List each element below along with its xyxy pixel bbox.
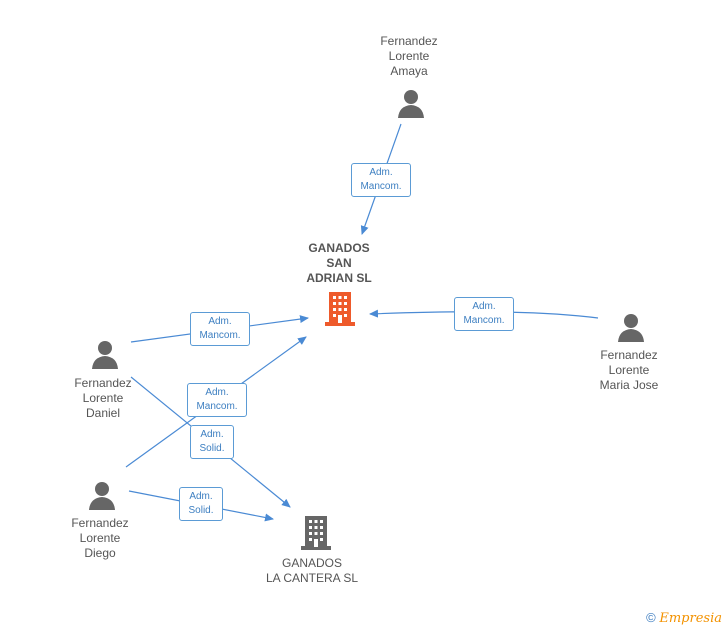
edge-label-diego-san-adrian: Adm. Mancom. — [187, 383, 247, 417]
person-label-amaya[interactable]: Fernandez Lorente Amaya — [380, 34, 438, 78]
company-label-ganados-san-adrian[interactable]: GANADOS SAN ADRIAN SL — [306, 241, 372, 285]
person-label-maria-jose[interactable]: Fernandez Lorente Maria Jose — [599, 348, 659, 392]
edge-label-daniel-la-cantera: Adm. Solid. — [190, 425, 234, 459]
person-label-daniel[interactable]: Fernandez Lorente Daniel — [74, 376, 132, 420]
person-icon[interactable] — [617, 313, 645, 343]
edge-label-daniel-san-adrian: Adm. Mancom. — [190, 312, 250, 346]
building-icon[interactable] — [325, 292, 355, 326]
person-icon[interactable] — [397, 89, 425, 119]
edge-label-diego-la-cantera: Adm. Solid. — [179, 487, 223, 521]
building-icon[interactable] — [301, 516, 331, 550]
person-label-diego[interactable]: Fernandez Lorente Diego — [71, 516, 129, 560]
person-icon[interactable] — [91, 340, 119, 370]
person-icon[interactable] — [88, 481, 116, 511]
edge-label-maria-jose-san-adrian: Adm. Mancom. — [454, 297, 514, 331]
company-label-ganados-la-cantera[interactable]: GANADOS LA CANTERA SL — [265, 556, 359, 585]
brand-logo: Empresia — [659, 611, 722, 626]
copyright-watermark: © Empresia — [646, 610, 722, 626]
edge-label-amaya-san-adrian: Adm. Mancom. — [351, 163, 411, 197]
copyright-symbol: © — [646, 610, 656, 625]
